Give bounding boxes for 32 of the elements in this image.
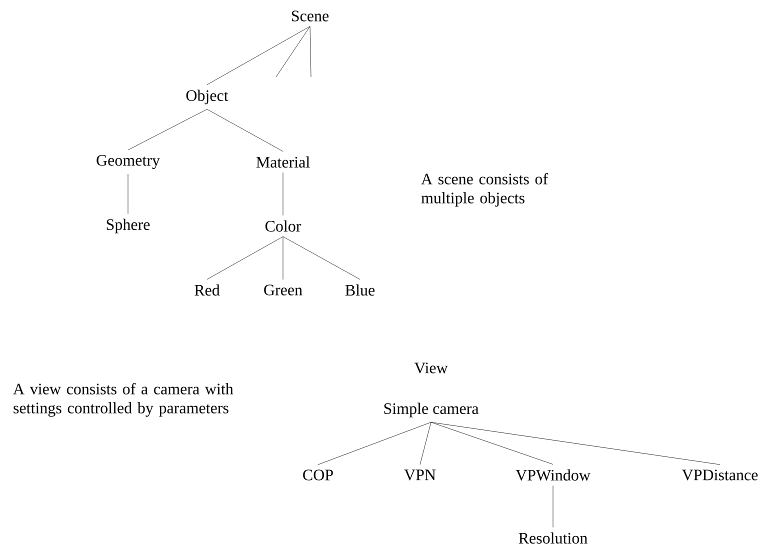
- tree-line: [552, 485, 554, 528]
- tree-label: VPWindow: [516, 469, 590, 481]
- tree-line: [276, 26, 310, 78]
- tree-label: COP: [303, 470, 333, 480]
- tree-label: VPN: [404, 470, 436, 480]
- description-text: A scene consists of multiple objects: [421, 173, 548, 207]
- tree-line: [282, 236, 284, 280]
- tree-line: [420, 422, 432, 465]
- tree-line: [206, 26, 310, 85]
- tree-line: [282, 172, 284, 216]
- tree-label: Object: [186, 90, 228, 104]
- tree-label: Sphere: [106, 218, 150, 234]
- tree-label: Scene: [292, 10, 329, 22]
- tree-label: VPDistance: [682, 470, 758, 480]
- tree-label: Green: [264, 284, 302, 296]
- tree-line: [206, 236, 284, 280]
- tree-label: Material: [256, 156, 310, 168]
- tree-label: Geometry: [96, 154, 160, 170]
- tree-line: [310, 26, 312, 78]
- tree-label: Simple camera: [384, 402, 479, 418]
- tree-label: View: [414, 362, 448, 374]
- tree-label: Color: [265, 220, 302, 232]
- tree-line: [318, 422, 432, 465]
- tree-line: [430, 422, 720, 465]
- tree-line: [128, 109, 208, 150]
- tree-label: Red: [194, 284, 220, 296]
- tree-line: [282, 236, 360, 280]
- tree-line: [206, 109, 284, 152]
- tree-line: [430, 422, 554, 465]
- tree-label: Blue: [345, 284, 375, 296]
- description-text: A view consists of a camera with settings controlled by parameters: [13, 383, 234, 417]
- tree-label: Resolution: [518, 532, 588, 544]
